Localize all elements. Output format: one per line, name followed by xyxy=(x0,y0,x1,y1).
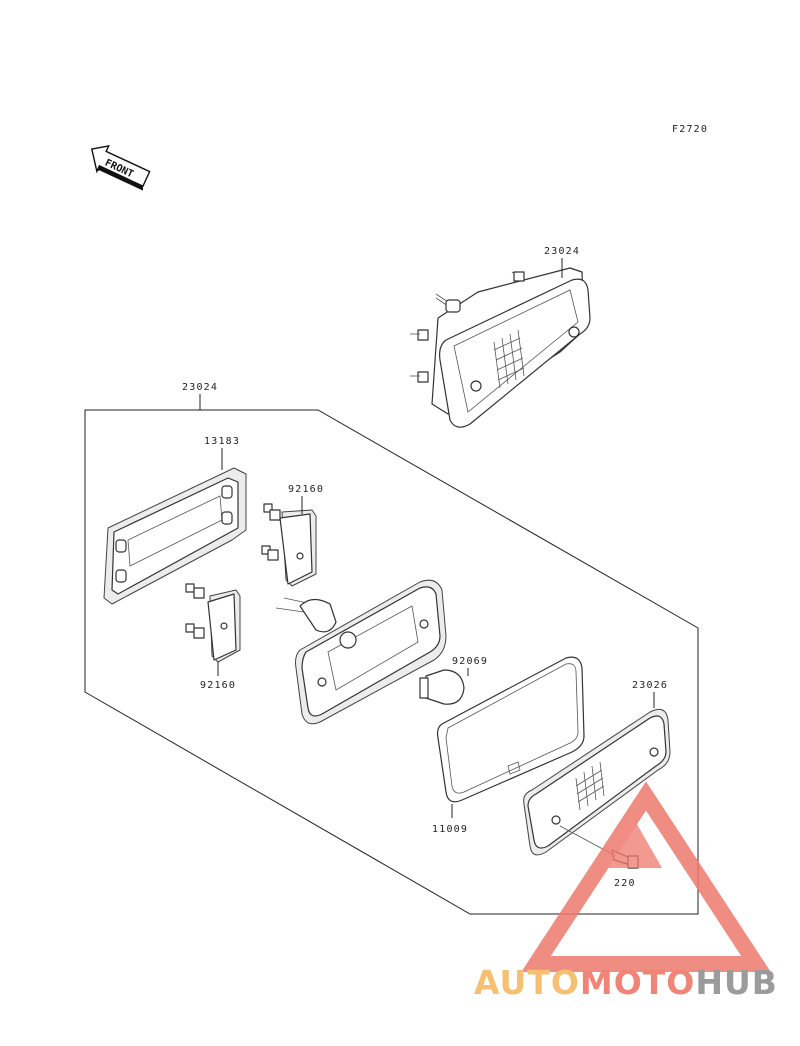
lens: 23026 xyxy=(523,680,671,856)
lens-grid xyxy=(493,329,525,389)
watermark-hub: HUB xyxy=(695,963,778,1002)
bulb: 92069 xyxy=(419,656,488,705)
label-lens-gasket: 11009 xyxy=(432,824,468,835)
label-lens: 23026 xyxy=(632,680,668,691)
label-gasket-plate: 13183 xyxy=(204,436,240,447)
label-socket-upper: 92160 xyxy=(288,484,324,495)
group-outline xyxy=(84,409,699,915)
label-lamp-group: 23024 xyxy=(182,382,218,393)
label-screw: 220 xyxy=(614,878,636,889)
socket-lower: 92160 xyxy=(185,583,241,691)
stud-bolt-icon xyxy=(410,271,525,383)
watermark-logo: AUTOMOTOHUB xyxy=(474,781,778,1002)
front-arrow-icon: FRONT xyxy=(90,144,151,191)
socket-upper: 92160 xyxy=(261,484,324,587)
watermark-moto: MOTO xyxy=(580,963,695,1002)
lens-gasket: 11009 xyxy=(432,656,585,835)
label-bulb: 92069 xyxy=(452,656,488,667)
label-socket-lower: 92160 xyxy=(200,680,236,691)
lens-grid-2 xyxy=(575,761,605,811)
watermark-auto: AUTO xyxy=(474,963,580,1002)
lamp-housing xyxy=(275,579,447,725)
svg-text:AUTOMOTOHUB: AUTOMOTOHUB xyxy=(474,963,778,1002)
lamp-assembly-top: 23024 xyxy=(410,246,591,428)
label-lamp-top: 23024 xyxy=(544,246,580,257)
figure-code: F2720 xyxy=(672,124,708,135)
gasket-plate: 13183 xyxy=(103,436,247,605)
